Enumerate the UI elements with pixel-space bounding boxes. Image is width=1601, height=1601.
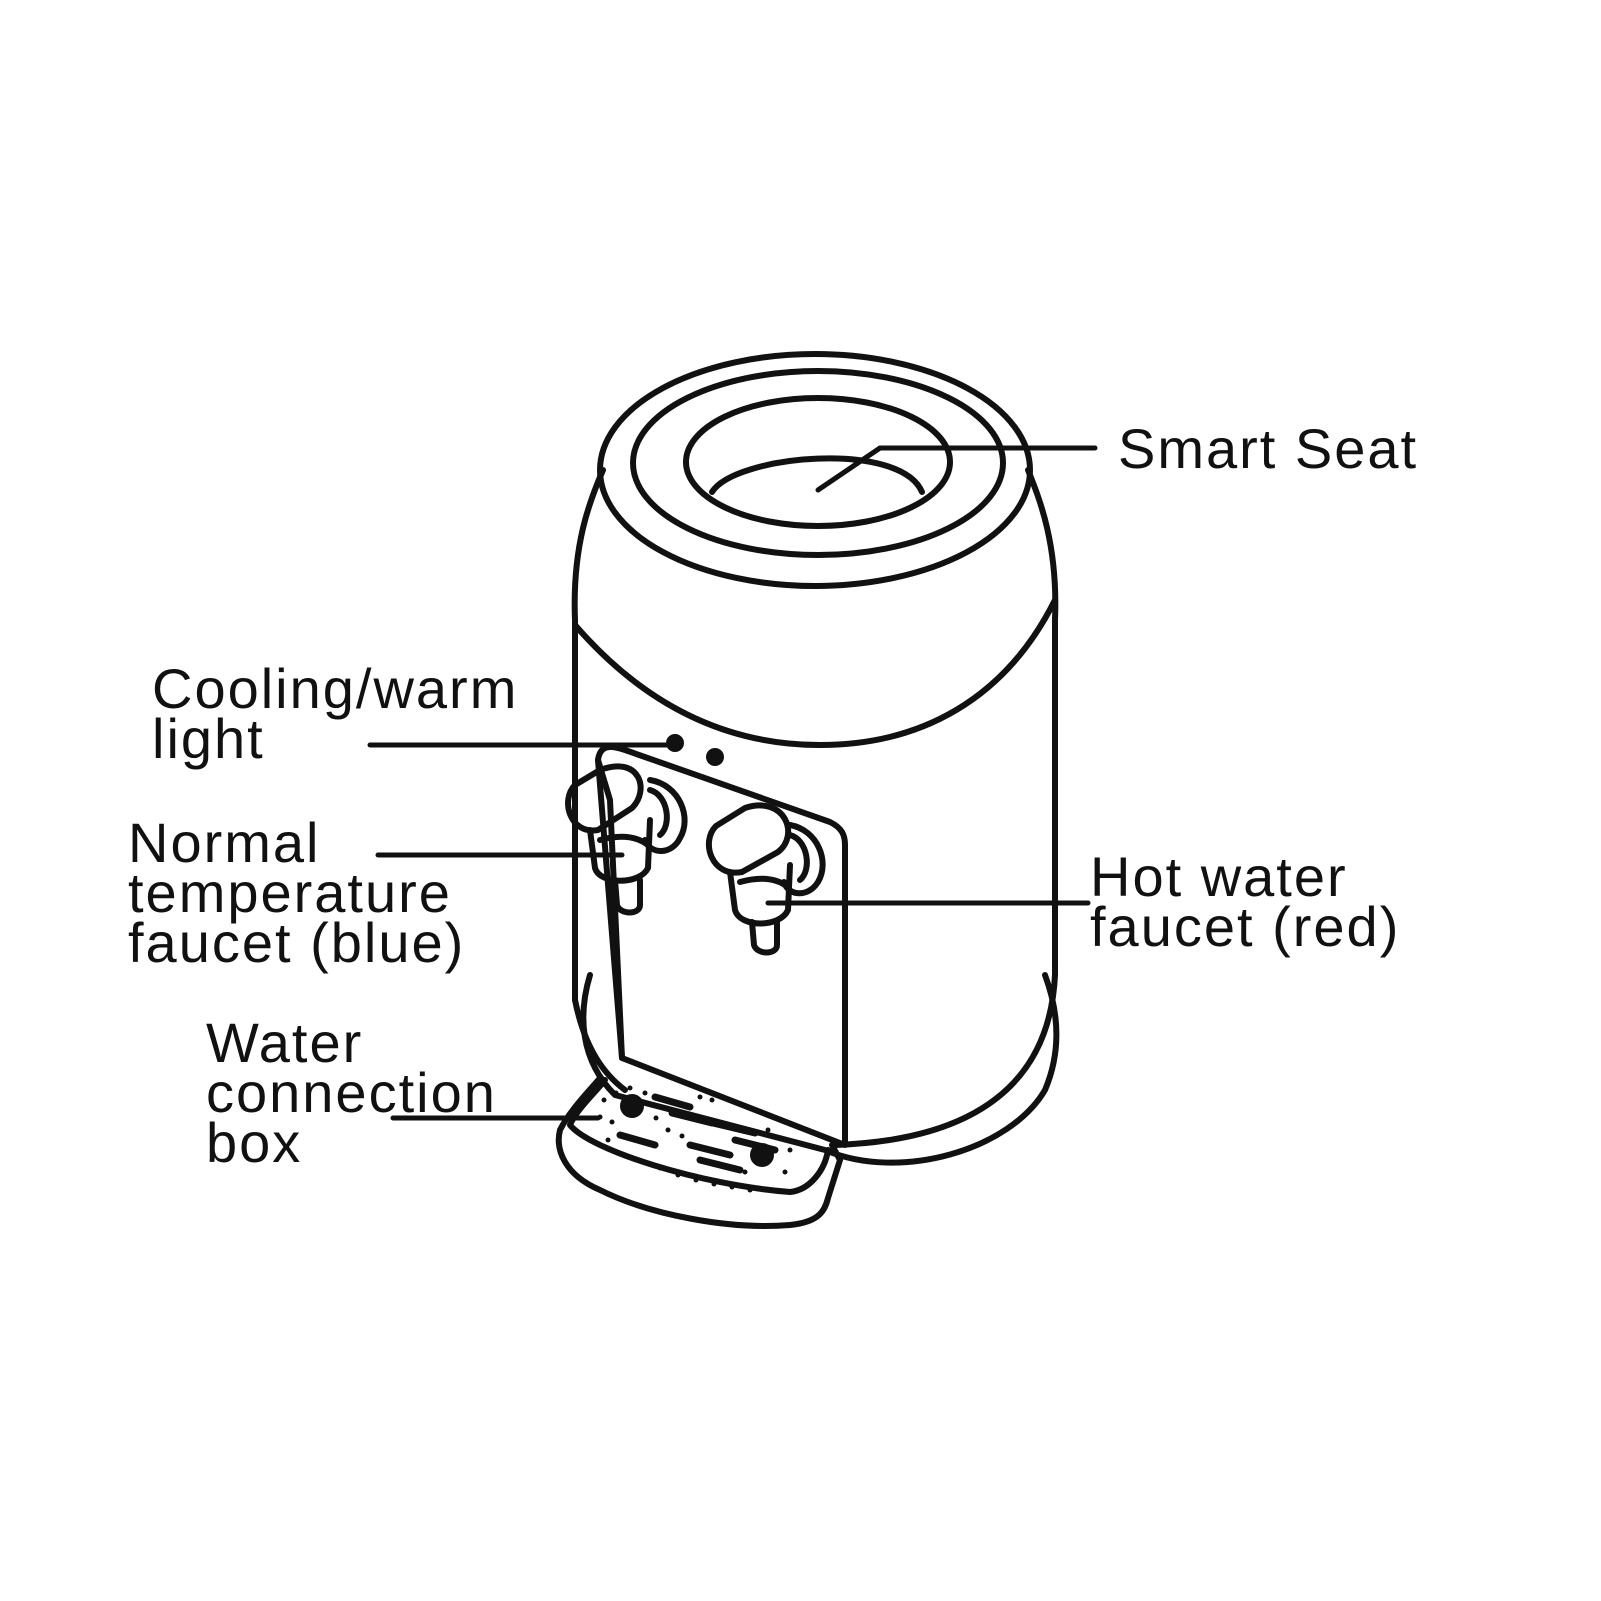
drip-hole-right (750, 1143, 774, 1167)
front-panel-inner (595, 757, 625, 1061)
smart-seat-ring (683, 395, 953, 529)
label-hot-faucet: Hot water faucet (red) (1090, 845, 1401, 958)
drip-hole-left (620, 1094, 644, 1118)
front-panel (595, 744, 848, 1148)
label-normal-faucet-line-2: temperature (128, 861, 452, 924)
inner-rim (630, 368, 1006, 558)
label-normal-faucet: Normal temperature faucet (blue) (128, 811, 466, 974)
shoulder-curve (572, 597, 1058, 748)
label-cooling-light: Cooling/warm light (152, 657, 519, 770)
label-cooling-light-line-2: light (152, 707, 265, 770)
body-outline-right (832, 467, 1059, 1148)
drip-tray (555, 1075, 843, 1229)
label-water-box-line-2: connection (206, 1061, 497, 1124)
label-smart-seat: Smart Seat (1118, 417, 1419, 480)
label-normal-faucet-line-3: faucet (blue) (128, 911, 466, 974)
normal-faucet (565, 763, 688, 916)
label-cooling-light-line-1: Cooling/warm (152, 657, 519, 720)
label-smart-seat-line-1: Smart Seat (1118, 417, 1419, 480)
label-hot-faucet-line-2: faucet (red) (1090, 895, 1401, 958)
leader-smart-seat (815, 445, 883, 493)
label-normal-faucet-line-1: Normal (128, 811, 321, 874)
outer-rim (597, 351, 1033, 589)
body-outline (571, 467, 628, 1093)
cooling-light-dot (666, 734, 684, 752)
warm-light-dot (706, 748, 724, 766)
smart-seat-inner (709, 455, 925, 495)
label-hot-faucet-line-1: Hot water (1090, 845, 1348, 908)
label-water-box-line-3: box (206, 1111, 303, 1174)
label-water-box-line-1: Water (206, 1011, 364, 1074)
label-water-box: Water connection box (206, 1011, 497, 1174)
hot-faucet (705, 802, 826, 956)
